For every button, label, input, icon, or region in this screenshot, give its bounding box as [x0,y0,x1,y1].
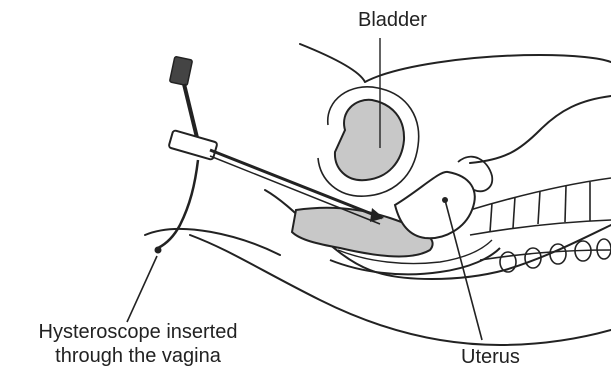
hysteroscope-eyepiece [169,56,192,85]
hysteroscope-label-line1: Hysteroscope inserted [8,320,268,344]
vertebra-4 [565,186,566,222]
uterus-shape [395,172,475,238]
sacrum-segment-3 [550,244,566,264]
uterus-pointer-dot [442,197,448,203]
hysteroscope-label: Hysteroscope inserted through the vagina [8,320,268,368]
vertebra-2 [513,197,515,228]
hysteroscope-cable-end [155,247,161,253]
hysteroscope-pointer [127,256,157,322]
bladder-label: Bladder [358,8,427,32]
bladder-shape [335,100,404,180]
hysteroscope-label-line2: through the vagina [8,344,268,368]
sacrum-segment-5 [597,239,611,259]
vertebra-1 [490,203,492,232]
outer-body-contour [300,44,611,82]
vertebra-3 [538,191,540,224]
back-contour [470,96,611,163]
uterus-label: Uterus [461,345,520,369]
